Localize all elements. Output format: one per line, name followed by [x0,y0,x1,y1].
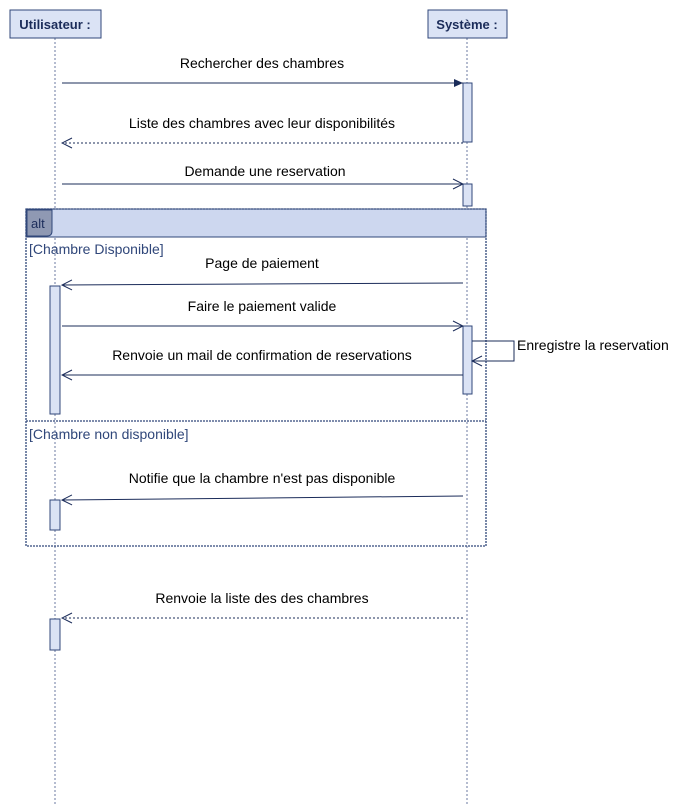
message-label-2: Liste des chambres avec leur disponibili… [129,115,395,131]
message-arrow-8 [62,496,464,500]
message-arrow-4 [62,283,464,285]
message-label-6: Enregistre la reservation [517,337,669,353]
user-activation-3 [49,618,61,651]
self-message-arrow-6 [472,340,515,361]
alt-frame-border [25,208,487,547]
alt-frame-tag [26,209,53,237]
message-label-4: Page de paiement [205,255,319,271]
alt-operator-label: alt [31,216,45,231]
user-activation-2 [49,499,61,531]
message-label-1: Rechercher des chambres [180,55,344,71]
message-label-3: Demande une reservation [184,163,345,179]
system-actor-label: Système : [436,17,497,32]
message-label-7: Renvoie un mail de confirmation de reser… [112,347,412,363]
guard-unavailable: [Chambre non disponible] [29,426,189,442]
message-label-8: Notifie que la chambre n'est pas disponi… [129,470,396,486]
system-activation-3 [462,325,473,395]
message-label-9: Renvoie la liste des des chambres [155,590,368,606]
guard-available: [Chambre Disponible] [29,241,164,257]
message-label-5: Faire le paiement valide [188,298,337,314]
alt-frame-header [25,208,487,238]
user-activation-1 [49,285,61,415]
system-activation-2 [462,183,473,207]
alt-frame: alt [Chambre Disponible] [Chambre non di… [25,208,487,547]
system-actor[interactable]: Système : [427,9,508,39]
user-actor-label: Utilisateur : [19,17,91,32]
system-activation-1 [462,82,473,143]
user-actor[interactable]: Utilisateur : [9,9,102,39]
